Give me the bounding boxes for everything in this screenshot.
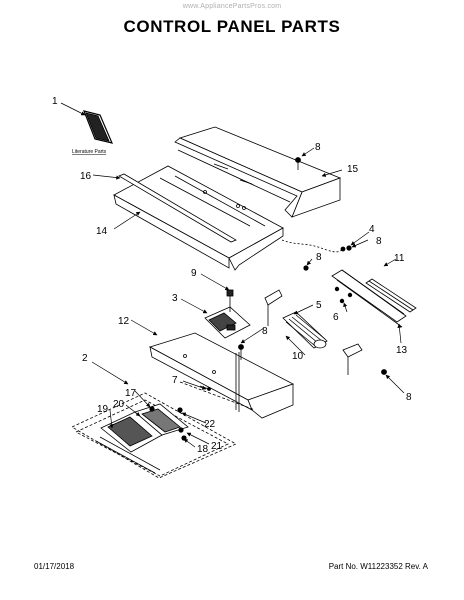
callout-3: 3 bbox=[172, 293, 178, 304]
wire-harness bbox=[281, 239, 346, 253]
console-panel bbox=[113, 163, 284, 271]
literature-booklet bbox=[83, 110, 114, 144]
callout-8-bottom: 8 bbox=[406, 392, 412, 403]
callout-16: 16 bbox=[80, 171, 92, 182]
callout-13: 13 bbox=[396, 345, 408, 356]
watermark: www.AppliancePartsPros.com bbox=[182, 3, 282, 10]
footer-part-number: Part No. W11223352 Rev. A bbox=[328, 562, 428, 571]
callout-8-board: 8 bbox=[262, 326, 268, 337]
callout-8-mid: 8 bbox=[316, 252, 322, 263]
trim-strip bbox=[118, 173, 237, 243]
callout-21: 21 bbox=[211, 441, 223, 452]
literature-label: Literature Parts bbox=[72, 149, 107, 155]
fan-bracket-left bbox=[264, 289, 283, 326]
callout-5: 5 bbox=[316, 300, 322, 311]
screw-bottom-right bbox=[381, 369, 387, 375]
callout-6: 6 bbox=[333, 312, 339, 323]
callout-20: 20 bbox=[113, 399, 125, 410]
page-title: CONTROL PANEL PARTS bbox=[123, 17, 341, 36]
callout-15: 15 bbox=[347, 164, 359, 175]
keypad-fasteners bbox=[149, 406, 187, 441]
screw-top bbox=[295, 157, 301, 170]
screw-right-upper bbox=[346, 245, 352, 251]
front-overlay-panel bbox=[71, 392, 237, 479]
callout-9: 9 bbox=[191, 268, 197, 279]
screw-mid bbox=[303, 265, 309, 271]
support-rail bbox=[331, 269, 407, 328]
callout-19: 19 bbox=[97, 404, 109, 415]
callout-10: 10 bbox=[292, 351, 304, 362]
upper-panel-cover bbox=[174, 126, 342, 218]
control-board bbox=[204, 289, 251, 339]
small-screws bbox=[334, 286, 353, 304]
callout-2: 2 bbox=[82, 353, 88, 364]
callout-17: 17 bbox=[125, 388, 137, 399]
footer-date: 01/17/2018 bbox=[34, 562, 75, 571]
bar-strip bbox=[365, 278, 417, 313]
callout-12: 12 bbox=[118, 316, 130, 327]
callout-1: 1 bbox=[52, 96, 58, 107]
callout-8-top: 8 bbox=[315, 142, 321, 153]
callout-14: 14 bbox=[96, 226, 108, 237]
callout-4: 4 bbox=[369, 224, 375, 235]
cooling-fan bbox=[282, 311, 328, 349]
callouts: 1 2 3 4 5 6 7 8 8 8 8 8 9 10 11 12 13 14… bbox=[52, 96, 412, 455]
callout-18: 18 bbox=[197, 444, 209, 455]
callout-22: 22 bbox=[204, 419, 216, 430]
callout-7: 7 bbox=[172, 375, 178, 386]
front-overlay-face bbox=[95, 436, 161, 474]
fan-bracket-right bbox=[342, 343, 363, 375]
callout-8-right: 8 bbox=[376, 236, 382, 247]
callout-11: 11 bbox=[394, 253, 405, 264]
screw-board bbox=[238, 344, 244, 360]
leader-lines bbox=[60, 102, 405, 448]
keypad-assembly bbox=[100, 403, 189, 453]
backing-plate bbox=[148, 332, 294, 419]
